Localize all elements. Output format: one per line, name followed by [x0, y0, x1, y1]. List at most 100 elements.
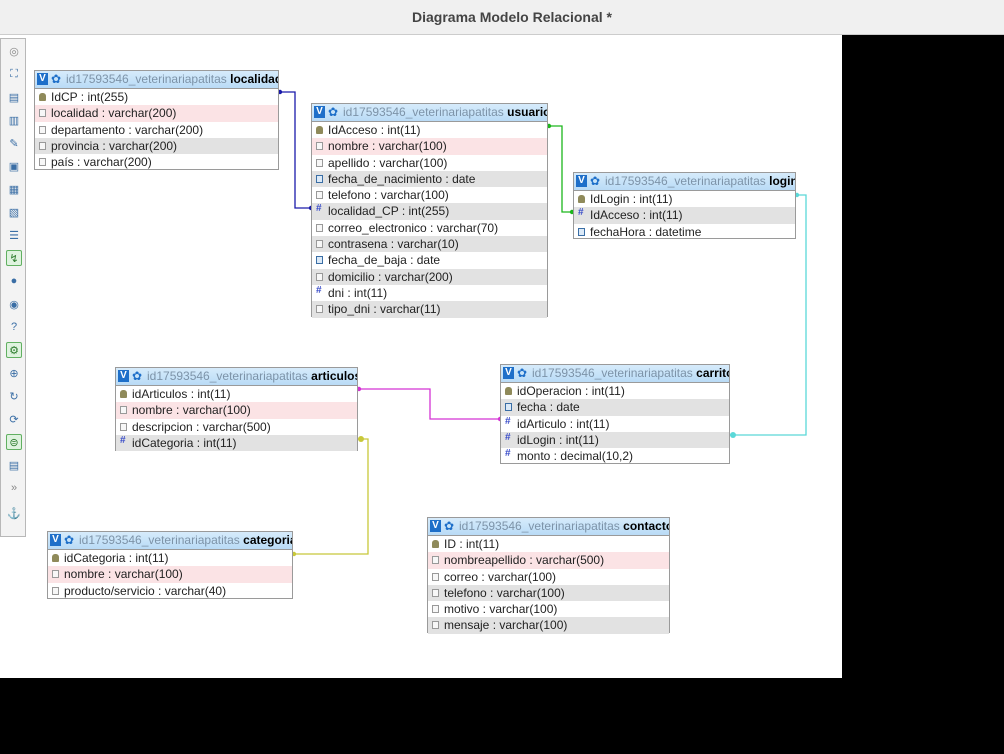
column-row[interactable]: telefono : varchar(100): [312, 187, 547, 203]
column-row[interactable]: nombre : varchar(100): [48, 566, 292, 583]
export-icon[interactable]: ▥: [8, 114, 20, 127]
column-row[interactable]: departamento : varchar(200): [35, 122, 278, 138]
column-row[interactable]: correo_electronico : varchar(70): [312, 220, 547, 236]
settings-icon[interactable]: ✿: [517, 366, 528, 380]
table-categoria[interactable]: V ✿ id17593546_veterinariapatitas catego…: [47, 531, 293, 599]
edit-icon[interactable]: ✎: [9, 137, 19, 150]
table-usuario[interactable]: V ✿ id17593546_veterinariapatitas usuari…: [311, 103, 548, 318]
settings-icon[interactable]: ✿: [328, 105, 339, 119]
column-row[interactable]: nombre : varchar(100): [312, 138, 547, 155]
toggle-columns-icon[interactable]: V: [430, 520, 441, 532]
settings-icon[interactable]: ✿: [444, 519, 455, 533]
list-icon[interactable]: ☰: [9, 229, 19, 242]
column-row[interactable]: correo : varchar(100): [428, 569, 669, 585]
column-row[interactable]: idOperacion : int(11): [501, 383, 729, 399]
column-row[interactable]: ID : int(11): [428, 536, 669, 552]
column-row[interactable]: localidad : varchar(200): [35, 105, 278, 122]
toggle-columns-icon[interactable]: V: [314, 106, 325, 118]
toggle-columns-icon[interactable]: V: [37, 73, 48, 85]
column-text: descripcion : varchar(500): [132, 419, 271, 434]
table-header[interactable]: V ✿ id17593546_veterinariapatitas contac…: [428, 518, 669, 536]
column-row[interactable]: fechaHora : datetime: [574, 224, 795, 240]
column-row[interactable]: apellido : varchar(100): [312, 155, 547, 171]
column-row[interactable]: IdAcceso : int(11): [312, 122, 547, 138]
settings-icon[interactable]: ✿: [590, 174, 601, 188]
pdf-icon[interactable]: ▤: [8, 459, 20, 472]
column-text: IdLogin : int(11): [590, 192, 673, 206]
text-field-icon: [316, 305, 323, 314]
column-row[interactable]: tipo_dni : varchar(11): [312, 301, 547, 318]
column-row[interactable]: #idArticulo : int(11): [501, 416, 729, 432]
save-icon[interactable]: ▣: [8, 160, 20, 173]
column-row[interactable]: #localidad_CP : int(255): [312, 203, 547, 220]
table-header[interactable]: V ✿ id17593546_veterinariapatitas locali…: [35, 71, 278, 89]
table-header[interactable]: V ✿ id17593546_veterinariapatitas usuari…: [312, 104, 547, 122]
table-articulos[interactable]: V ✿ id17593546_veterinariapatitas articu…: [115, 367, 358, 452]
anchor-icon[interactable]: ⚓: [7, 507, 21, 520]
settings-icon[interactable]: ✿: [64, 533, 75, 547]
column-row[interactable]: motivo : varchar(100): [428, 601, 669, 617]
question-icon[interactable]: ?: [10, 321, 18, 333]
toggle-columns-icon[interactable]: V: [50, 534, 61, 546]
line-icon[interactable]: ↯: [6, 250, 22, 266]
toggle-columns-icon[interactable]: V: [503, 367, 514, 379]
toggle-icon[interactable]: ◎: [9, 45, 19, 58]
sync-icon[interactable]: ⟳: [9, 413, 19, 426]
column-row[interactable]: descripcion : varchar(500): [116, 419, 357, 435]
green-panel-icon[interactable]: ⊜: [6, 434, 22, 450]
toggle-columns-icon[interactable]: V: [118, 370, 129, 382]
column-row[interactable]: IdCP : int(255): [35, 89, 278, 105]
column-row[interactable]: nombreapellido : varchar(500): [428, 552, 669, 569]
column-row[interactable]: producto/servicio : varchar(40): [48, 583, 292, 599]
load-icon[interactable]: ▦: [8, 183, 20, 196]
table-name: carrito: [696, 366, 729, 380]
column-text: localidad_CP : int(255): [328, 204, 450, 219]
column-row[interactable]: #IdAcceso : int(11): [574, 207, 795, 224]
column-text: nombre : varchar(100): [64, 567, 183, 582]
refresh-icon[interactable]: ↻: [9, 390, 19, 403]
column-text: departamento : varchar(200): [51, 122, 204, 137]
column-row[interactable]: idCategoria : int(11): [48, 550, 292, 566]
column-row[interactable]: fecha : date: [501, 399, 729, 416]
column-row[interactable]: país : varchar(200): [35, 154, 278, 170]
column-row[interactable]: telefono : varchar(100): [428, 584, 669, 602]
globe-icon[interactable]: ⊕: [9, 367, 19, 380]
settings-icon[interactable]: ⚙: [6, 342, 22, 358]
table-header[interactable]: V ✿ id17593546_veterinariapatitas carrit…: [501, 365, 729, 383]
column-row[interactable]: provincia : varchar(200): [35, 137, 278, 155]
delete-icon[interactable]: ▧: [8, 206, 20, 219]
settings-icon[interactable]: ✿: [51, 72, 62, 86]
column-row[interactable]: contrasena : varchar(10): [312, 236, 547, 253]
column-row[interactable]: #monto : decimal(10,2): [501, 448, 729, 464]
toggle-columns-icon[interactable]: V: [576, 175, 587, 187]
table-header[interactable]: V ✿ id17593546_veterinariapatitas articu…: [116, 368, 357, 386]
table-contacto[interactable]: V ✿ id17593546_veterinariapatitas contac…: [427, 517, 670, 634]
link-usuario-localidad: [279, 91, 312, 209]
column-text: mensaje : varchar(100): [444, 618, 568, 633]
column-row[interactable]: idArticulos : int(11): [116, 386, 357, 402]
add-table-icon[interactable]: ▤: [8, 91, 20, 104]
table-localidad[interactable]: V ✿ id17593546_veterinariapatitas locali…: [34, 70, 279, 170]
column-text: localidad : varchar(200): [51, 106, 177, 121]
info-icon[interactable]: ◉: [9, 298, 19, 311]
designer-toolbar: ◎ ⛶ ▤ ▥ ✎ ▣ ▦ ▧ ☰ ↯ ● ◉ ? ⚙ ⊕ ↻ ⟳ ⊜ ▤ » …: [0, 38, 26, 537]
column-row[interactable]: #idCategoria : int(11): [116, 434, 357, 452]
column-row[interactable]: fecha_de_baja : date: [312, 252, 547, 268]
table-header[interactable]: V ✿ id17593546_veterinariapatitas login: [574, 173, 795, 191]
column-row[interactable]: fecha_de_nacimiento : date: [312, 170, 547, 188]
column-row[interactable]: mensaje : varchar(100): [428, 617, 669, 634]
column-row[interactable]: IdLogin : int(11): [574, 191, 795, 207]
settings-icon[interactable]: ✿: [132, 369, 143, 383]
fit-icon[interactable]: ⛶: [10, 67, 18, 80]
table-header[interactable]: V ✿ id17593546_veterinariapatitas catego…: [48, 532, 292, 550]
text-field-icon: [432, 605, 439, 614]
table-login[interactable]: V ✿ id17593546_veterinariapatitas login …: [573, 172, 796, 239]
column-row[interactable]: #idLogin : int(11): [501, 431, 729, 449]
column-row[interactable]: #dni : int(11): [312, 285, 547, 301]
table-carrito[interactable]: V ✿ id17593546_veterinariapatitas carrit…: [500, 364, 730, 464]
help-icon[interactable]: ●: [10, 275, 18, 287]
primary-key-icon: [432, 540, 439, 548]
column-row[interactable]: domicilio : varchar(200): [312, 268, 547, 285]
collapse-icon[interactable]: »: [10, 482, 18, 494]
column-row[interactable]: nombre : varchar(100): [116, 402, 357, 419]
